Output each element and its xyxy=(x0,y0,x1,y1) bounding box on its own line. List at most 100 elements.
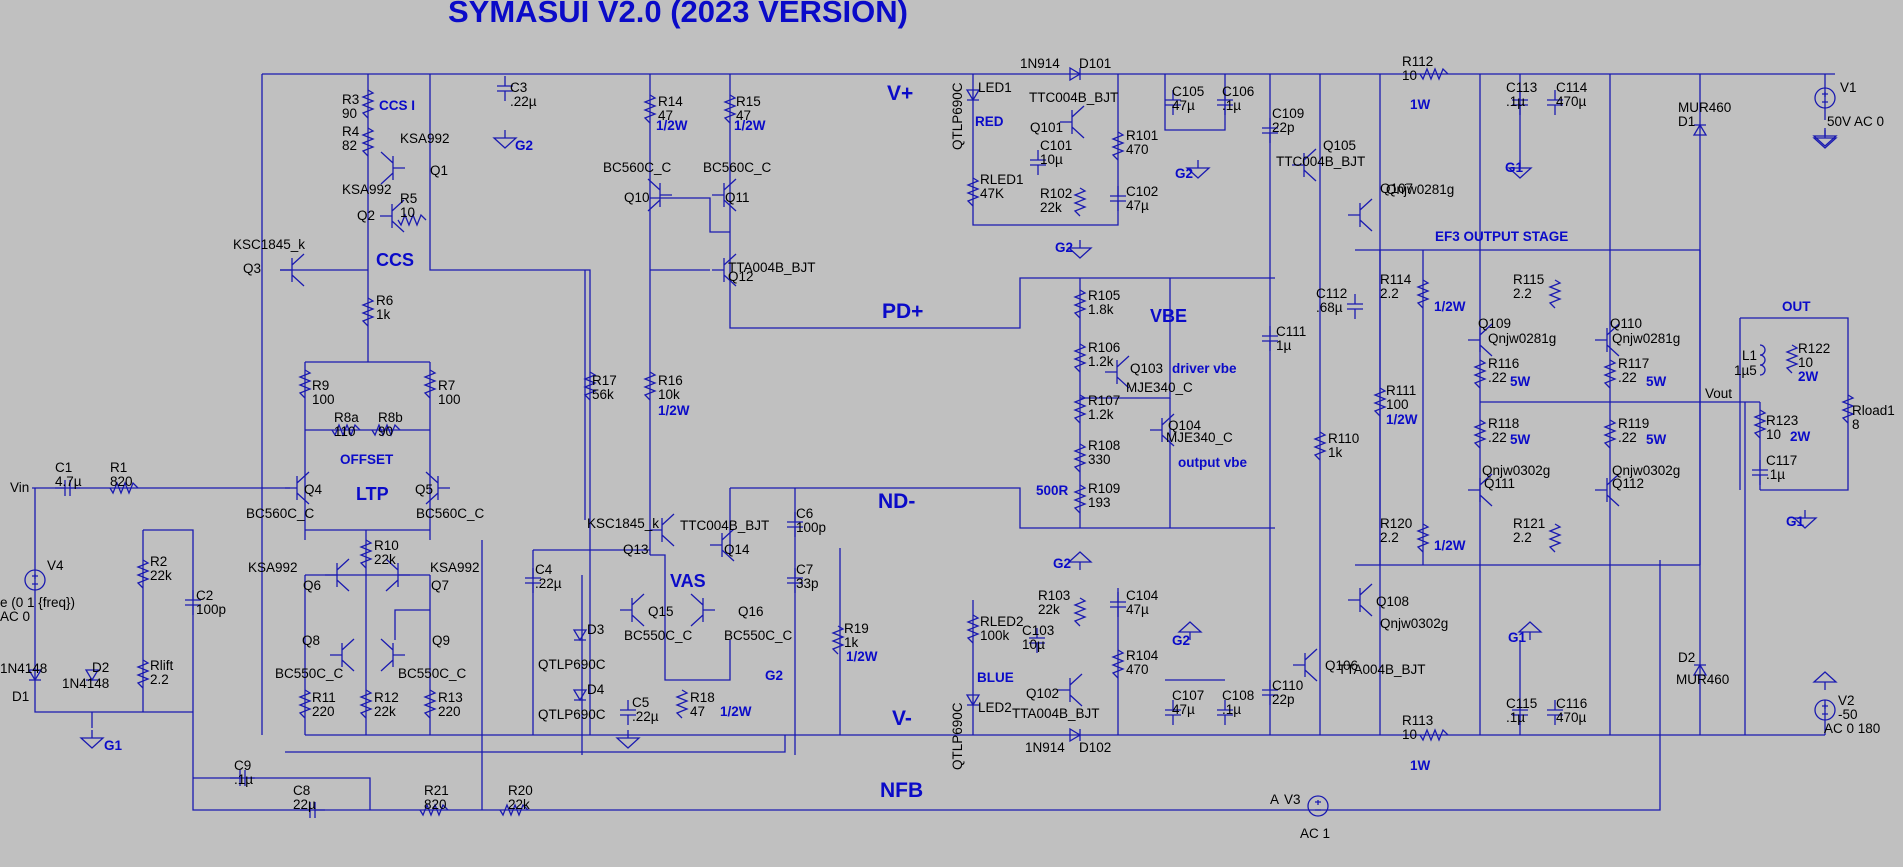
transistor-q1[interactable] xyxy=(380,151,405,185)
transistor-q106[interactable] xyxy=(1293,648,1318,682)
resistor-r19[interactable] xyxy=(831,625,845,655)
diode-d102[interactable] xyxy=(1069,727,1082,743)
transistor-q4[interactable] xyxy=(285,471,310,505)
capacitor-c3[interactable] xyxy=(497,76,513,101)
resistor-r111[interactable] xyxy=(1373,387,1387,417)
resistor-r17[interactable] xyxy=(583,371,597,401)
resistor-r21[interactable] xyxy=(419,803,449,817)
diode-d2[interactable] xyxy=(84,669,100,682)
transistor-q12[interactable] xyxy=(712,253,737,287)
resistor-r4[interactable] xyxy=(361,127,375,157)
transistor-q5[interactable] xyxy=(425,471,450,505)
capacitor-c106[interactable] xyxy=(1217,90,1233,115)
capacitor-c113[interactable] xyxy=(1512,90,1528,115)
resistor-r13[interactable] xyxy=(423,689,437,719)
transistor-q104[interactable] xyxy=(1150,413,1175,447)
resistor-r113[interactable] xyxy=(1419,728,1449,742)
inductor-l1[interactable] xyxy=(1759,344,1766,376)
resistor-r110[interactable] xyxy=(1313,431,1327,461)
source-v2[interactable] xyxy=(1814,699,1836,721)
diode-d1[interactable] xyxy=(27,669,43,682)
transistor-q16[interactable] xyxy=(690,593,715,627)
transistor-q103[interactable] xyxy=(1105,355,1130,389)
resistor-r103[interactable] xyxy=(1073,597,1087,627)
capacitor-c2[interactable] xyxy=(185,590,201,615)
resistor-r3[interactable] xyxy=(361,89,375,119)
capacitor-c101[interactable] xyxy=(1030,150,1046,175)
resistor-r5[interactable] xyxy=(397,213,427,227)
capacitor-c5[interactable] xyxy=(620,700,636,725)
source-v3[interactable] xyxy=(1307,795,1329,817)
resistor-r102[interactable] xyxy=(1073,187,1087,217)
transistor-q107[interactable] xyxy=(1348,198,1373,232)
diode-d4[interactable] xyxy=(572,689,588,702)
resistor-r6[interactable] xyxy=(361,297,375,327)
capacitor-c4[interactable] xyxy=(525,568,541,593)
transistor-q9[interactable] xyxy=(380,638,405,672)
diode-d101[interactable] xyxy=(1069,66,1082,82)
diode-d3[interactable] xyxy=(572,629,588,642)
resistor-r123[interactable] xyxy=(1753,409,1767,439)
resistor-r106[interactable] xyxy=(1073,343,1087,373)
resistor-r8a[interactable] xyxy=(331,423,361,437)
capacitor-c7[interactable] xyxy=(787,568,803,593)
capacitor-c115[interactable] xyxy=(1512,700,1528,725)
transistor-q15[interactable] xyxy=(620,593,645,627)
transistor-q3[interactable] xyxy=(280,253,305,287)
transistor-q101[interactable] xyxy=(1060,105,1085,139)
transistor-q8[interactable] xyxy=(330,638,355,672)
transistor-q7[interactable] xyxy=(385,558,410,592)
diode-led2[interactable] xyxy=(965,694,981,707)
resistor-r12[interactable] xyxy=(359,689,373,719)
transistor-q111[interactable] xyxy=(1468,473,1493,507)
capacitor-c107[interactable] xyxy=(1165,700,1181,725)
source-v1[interactable] xyxy=(1814,87,1836,109)
capacitor-c116[interactable] xyxy=(1547,700,1563,725)
resistor-r2[interactable] xyxy=(136,559,150,589)
transistor-q109[interactable] xyxy=(1468,323,1493,357)
resistor-r119[interactable] xyxy=(1603,419,1617,449)
resistor-r122[interactable] xyxy=(1785,344,1799,374)
capacitor-c105[interactable] xyxy=(1165,90,1181,115)
resistor-rled1[interactable] xyxy=(966,177,980,207)
resistor-r20[interactable] xyxy=(499,803,529,817)
capacitor-c1[interactable] xyxy=(55,480,80,496)
transistor-q102[interactable] xyxy=(1058,673,1083,707)
resistor-r117[interactable] xyxy=(1603,359,1617,389)
resistor-r16[interactable] xyxy=(643,371,657,401)
capacitor-c109[interactable] xyxy=(1262,118,1278,143)
capacitor-c114[interactable] xyxy=(1547,90,1563,115)
capacitor-c110[interactable] xyxy=(1262,680,1278,705)
capacitor-c102[interactable] xyxy=(1110,186,1126,211)
resistor-r107[interactable] xyxy=(1073,394,1087,424)
resistor-r112[interactable] xyxy=(1419,67,1449,81)
resistor-r8b[interactable] xyxy=(371,423,401,437)
transistor-q13[interactable] xyxy=(650,513,675,547)
transistor-q110[interactable] xyxy=(1595,323,1620,357)
resistor-r105[interactable] xyxy=(1073,289,1087,319)
transistor-q108[interactable] xyxy=(1348,583,1373,617)
diode-d2b[interactable] xyxy=(1692,663,1708,676)
resistor-r120[interactable] xyxy=(1416,523,1430,553)
diode-d1b[interactable] xyxy=(1692,123,1708,136)
transistor-q105[interactable] xyxy=(1292,148,1317,182)
resistor-rlift[interactable] xyxy=(136,659,150,689)
capacitor-c9[interactable] xyxy=(230,770,255,786)
diode-led1[interactable] xyxy=(965,89,981,102)
transistor-q10[interactable] xyxy=(647,178,672,212)
transistor-q2[interactable] xyxy=(380,199,405,233)
resistor-r116[interactable] xyxy=(1473,359,1487,389)
transistor-q14[interactable] xyxy=(710,528,735,562)
resistor-r1[interactable] xyxy=(109,481,139,495)
resistor-r9[interactable] xyxy=(298,369,312,399)
resistor-r101[interactable] xyxy=(1111,131,1125,161)
capacitor-c112[interactable] xyxy=(1347,294,1363,319)
transistor-q11[interactable] xyxy=(712,178,737,212)
resistor-r115[interactable] xyxy=(1548,279,1562,309)
resistor-r109[interactable] xyxy=(1073,484,1087,514)
resistor-r118[interactable] xyxy=(1473,419,1487,449)
capacitor-c103[interactable] xyxy=(1029,628,1045,653)
capacitor-c104[interactable] xyxy=(1110,592,1126,617)
resistor-r14[interactable] xyxy=(643,94,657,124)
